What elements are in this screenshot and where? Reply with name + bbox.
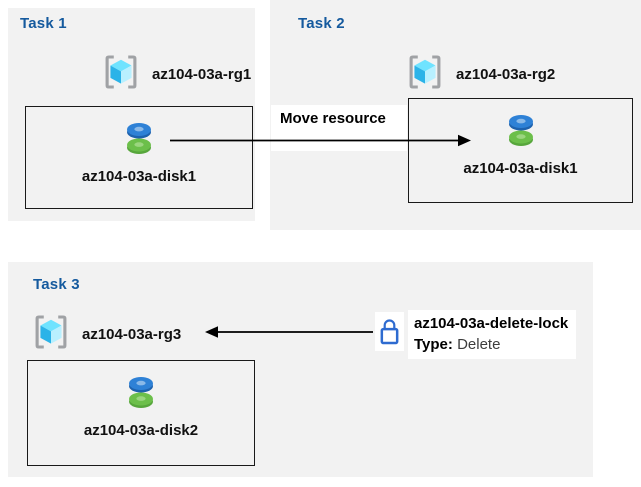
task1-resource-group: az104-03a-rg1 [101,52,251,97]
task3-rg-label: az104-03a-rg3 [82,326,182,343]
task3-panel: Task 3 [8,262,593,477]
task2-resource-group: az104-03a-rg2 [405,52,555,97]
managed-disk-icon [128,373,154,416]
resource-group-icon [405,52,445,97]
delete-lock-icon [375,312,404,351]
managed-disk-icon [508,111,534,154]
move-resource-label: Move resource [271,105,407,151]
task2-title: Task 2 [298,15,345,32]
task1-disk-label: az104-03a-disk1 [81,168,197,185]
task1-rg-label: az104-03a-rg1 [152,66,252,83]
delete-lock-label: az104-03a-delete-lock Type: Delete [408,310,577,359]
lock-type: Type: Delete [414,336,501,353]
managed-disk-icon [126,119,152,162]
task1-panel: Task 1 [8,8,255,221]
lock-name: az104-03a-delete-lock [414,315,569,332]
task3-disk-label: az104-03a-disk2 [83,422,199,439]
task2-disk-label: az104-03a-disk1 [463,160,578,177]
task1-title: Task 1 [20,15,67,32]
task3-title: Task 3 [33,276,80,293]
task3-resource-group: az104-03a-rg3 [31,312,181,357]
task2-resource-box: az104-03a-disk1 [408,98,633,203]
resource-group-icon [101,52,141,97]
resource-group-icon [31,312,71,357]
task2-rg-label: az104-03a-rg2 [456,66,556,83]
task1-resource-box: az104-03a-disk1 [25,106,253,209]
task3-resource-box: az104-03a-disk2 [27,360,255,466]
